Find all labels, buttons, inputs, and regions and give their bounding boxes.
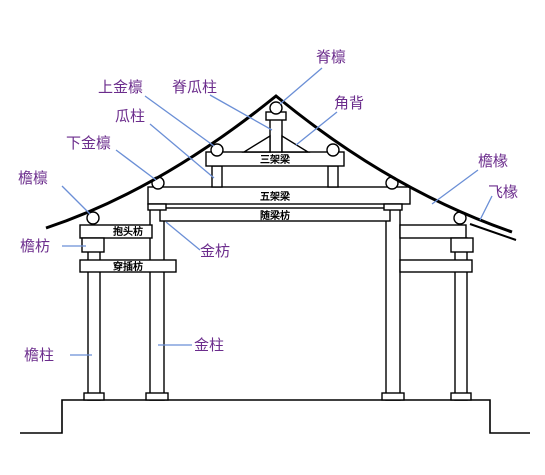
wu-jia-liang-bracket-left xyxy=(147,203,167,211)
eave-tie-beam-right xyxy=(450,237,474,253)
label-shang-jin-lin: 上金檩 xyxy=(98,78,143,96)
bao-tou-fang-left xyxy=(79,224,153,239)
label-jin-fang: 金枋 xyxy=(200,242,230,260)
upper-gold-purlin-right xyxy=(326,143,340,157)
label-yan-chuan: 檐椽 xyxy=(478,152,508,170)
pillar-base-4 xyxy=(450,392,472,401)
gold-pillar-right xyxy=(385,204,401,401)
wu-jia-liang xyxy=(147,186,411,205)
leader-jin-fang xyxy=(165,221,201,251)
chuan-cha-fang-label: 穿插枋 xyxy=(113,260,143,273)
chuan-cha-fang-left xyxy=(79,259,177,273)
eave-purlin-left xyxy=(86,211,100,225)
label-yan-lin: 檐檩 xyxy=(18,169,48,187)
label-yan-zhu: 檐柱 xyxy=(24,346,54,364)
pillar-base-3 xyxy=(381,392,405,401)
leader-ji-lin xyxy=(279,67,323,105)
leader-gua-zhu xyxy=(149,123,215,179)
gua-zhu-right xyxy=(327,165,339,188)
label-jin-zhu: 金柱 xyxy=(194,336,224,354)
gua-zhu-left xyxy=(211,165,223,188)
label-fei-chuan: 飞椽 xyxy=(488,183,518,201)
sui-liang-fang-label: 随梁枋 xyxy=(260,209,290,222)
jiao-bei-right xyxy=(281,134,311,153)
label-xia-jin-lin: 下金檩 xyxy=(66,134,111,152)
bao-tou-fang-label: 抱头枋 xyxy=(113,225,143,238)
pillar-base-1 xyxy=(83,392,105,401)
label-ji-gua-zhu: 脊瓜柱 xyxy=(172,78,217,96)
pillar-base-2 xyxy=(145,392,169,401)
wu-jia-liang-label: 五架梁 xyxy=(260,190,291,203)
sui-liang-fang xyxy=(159,207,391,222)
upper-gold-purlin-left xyxy=(210,143,224,157)
label-jiao-bei: 角背 xyxy=(334,94,364,112)
leader-shang-jin-lin xyxy=(144,95,215,147)
leader-ji-gua-zhu xyxy=(209,94,273,131)
label-yan-fang: 檐枋 xyxy=(20,237,50,255)
ridge-purlin xyxy=(269,101,283,115)
leader-fei-chuan xyxy=(479,195,493,221)
chuan-cha-fang-right xyxy=(399,259,473,273)
san-jia-liang-label: 三架梁 xyxy=(260,153,291,166)
jiao-bei-left xyxy=(241,134,271,153)
wu-jia-liang-bracket-right xyxy=(383,203,403,211)
label-ji-lin: 脊檩 xyxy=(316,48,346,66)
fei-chuan-rafter xyxy=(469,223,517,241)
ji-gua-zhu xyxy=(269,117,283,153)
label-gua-zhu: 瓜柱 xyxy=(115,107,145,125)
leader-jiao-bei xyxy=(295,111,338,146)
leader-yan-lin xyxy=(61,185,91,215)
eave-tie-beam-left xyxy=(81,237,105,253)
bao-tou-fang-right xyxy=(399,224,467,239)
leader-yan-chuan xyxy=(431,169,479,205)
foundation-platform xyxy=(20,399,530,434)
leader-xia-jin-lin xyxy=(115,149,157,181)
